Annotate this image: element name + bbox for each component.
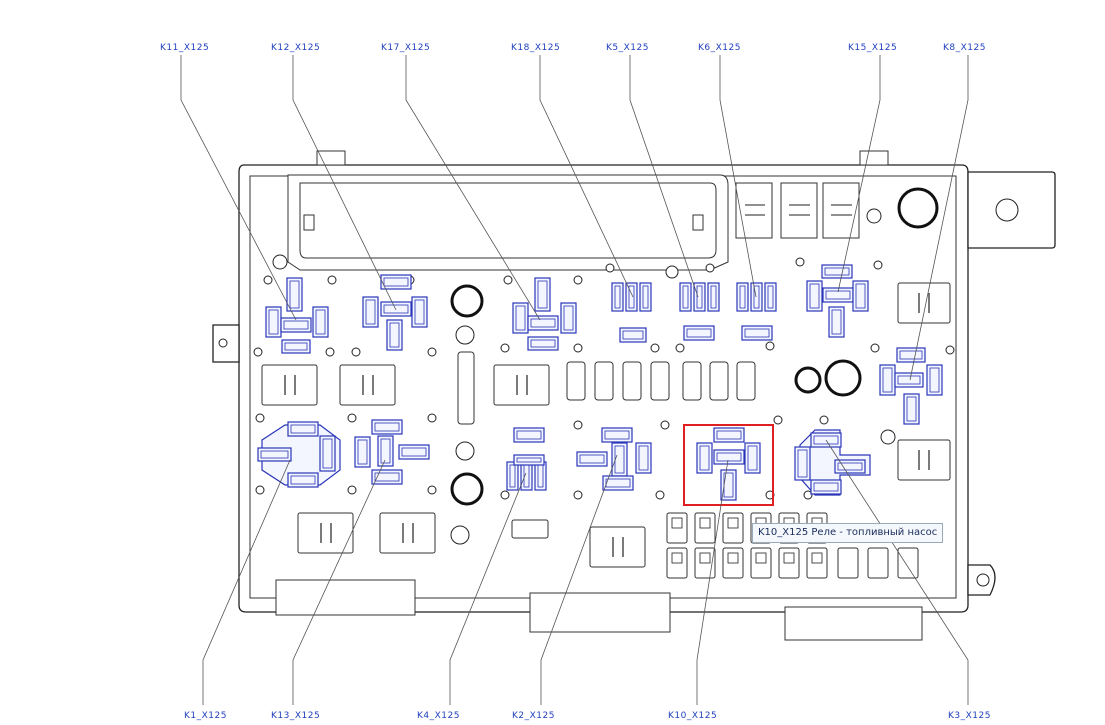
callout-k10[interactable]: K10_X125 [668, 711, 717, 721]
hole [819, 415, 829, 425]
hole [675, 343, 685, 353]
relay-cluster[interactable] [736, 282, 777, 341]
hole [427, 413, 437, 423]
leader-lines [180, 55, 969, 705]
hole [253, 347, 263, 357]
hole [347, 485, 357, 495]
callout-k17[interactable]: K17_X125 [381, 43, 430, 53]
relay-cluster[interactable] [257, 421, 341, 488]
callout-k6[interactable]: K6_X125 [698, 43, 741, 53]
hole [500, 343, 510, 353]
hole [255, 485, 265, 495]
hole [500, 490, 510, 500]
screw-holes [253, 257, 955, 500]
callouts-top: K11_X125 K12_X125 K17_X125 K18_X125 K5_X… [160, 43, 986, 53]
relay-cluster[interactable] [794, 429, 871, 496]
hole [660, 420, 670, 430]
callout-k3[interactable]: K3_X125 [948, 711, 991, 721]
hole [325, 347, 335, 357]
hole [655, 490, 665, 500]
callout-k5[interactable]: K5_X125 [606, 43, 649, 53]
selected-relay-highlight[interactable] [683, 424, 774, 506]
relay-clusters [257, 264, 943, 501]
relay-cluster[interactable] [679, 282, 720, 341]
hole [427, 485, 437, 495]
relay-cluster[interactable] [506, 427, 547, 491]
callout-k2[interactable]: K2_X125 [512, 711, 555, 721]
relay-cluster[interactable] [806, 264, 869, 338]
callout-k11[interactable]: K11_X125 [160, 43, 209, 53]
hole [573, 275, 583, 285]
hole [573, 490, 583, 500]
relay-cluster[interactable] [576, 427, 652, 491]
callout-k4[interactable]: K4_X125 [417, 711, 460, 721]
callout-k18[interactable]: K18_X125 [511, 43, 560, 53]
hole [803, 490, 813, 500]
hole [573, 420, 583, 430]
hole [870, 343, 880, 353]
callout-k1[interactable]: K1_X125 [184, 711, 227, 721]
hole [503, 275, 513, 285]
callouts-bottom: K1_X125 K13_X125 K4_X125 K2_X125 K10_X12… [184, 711, 991, 721]
hole [765, 341, 775, 351]
callout-k8[interactable]: K8_X125 [943, 43, 986, 53]
callout-k13[interactable]: K13_X125 [271, 711, 320, 721]
relay-cluster[interactable] [512, 277, 577, 351]
relay-cluster[interactable] [362, 274, 428, 351]
hole [351, 347, 361, 357]
hole [573, 343, 583, 353]
hole [795, 257, 805, 267]
hole [255, 413, 265, 423]
hole [773, 415, 783, 425]
callout-k15[interactable]: K15_X125 [848, 43, 897, 53]
relay-tooltip: K10_X125 Реле - топливный насос [752, 523, 944, 543]
hole [705, 263, 715, 273]
hole [945, 345, 955, 355]
hole [327, 275, 337, 285]
relay-cluster[interactable] [696, 427, 761, 501]
hole [427, 347, 437, 357]
mounting-hole-right [995, 198, 1019, 222]
hole [605, 263, 615, 273]
hole [650, 343, 660, 353]
fuse-row [272, 254, 896, 545]
relay-cluster[interactable] [354, 419, 430, 485]
fuse-matrix [666, 512, 919, 579]
relay-cluster[interactable] [611, 282, 652, 343]
hole [263, 275, 273, 285]
callout-k12[interactable]: K12_X125 [271, 43, 320, 53]
sockets [261, 282, 951, 568]
hole [347, 413, 357, 423]
relay-grey-block [735, 182, 939, 239]
relay-cluster[interactable] [265, 277, 329, 354]
relay-cluster[interactable] [879, 347, 943, 425]
hole [873, 260, 883, 270]
